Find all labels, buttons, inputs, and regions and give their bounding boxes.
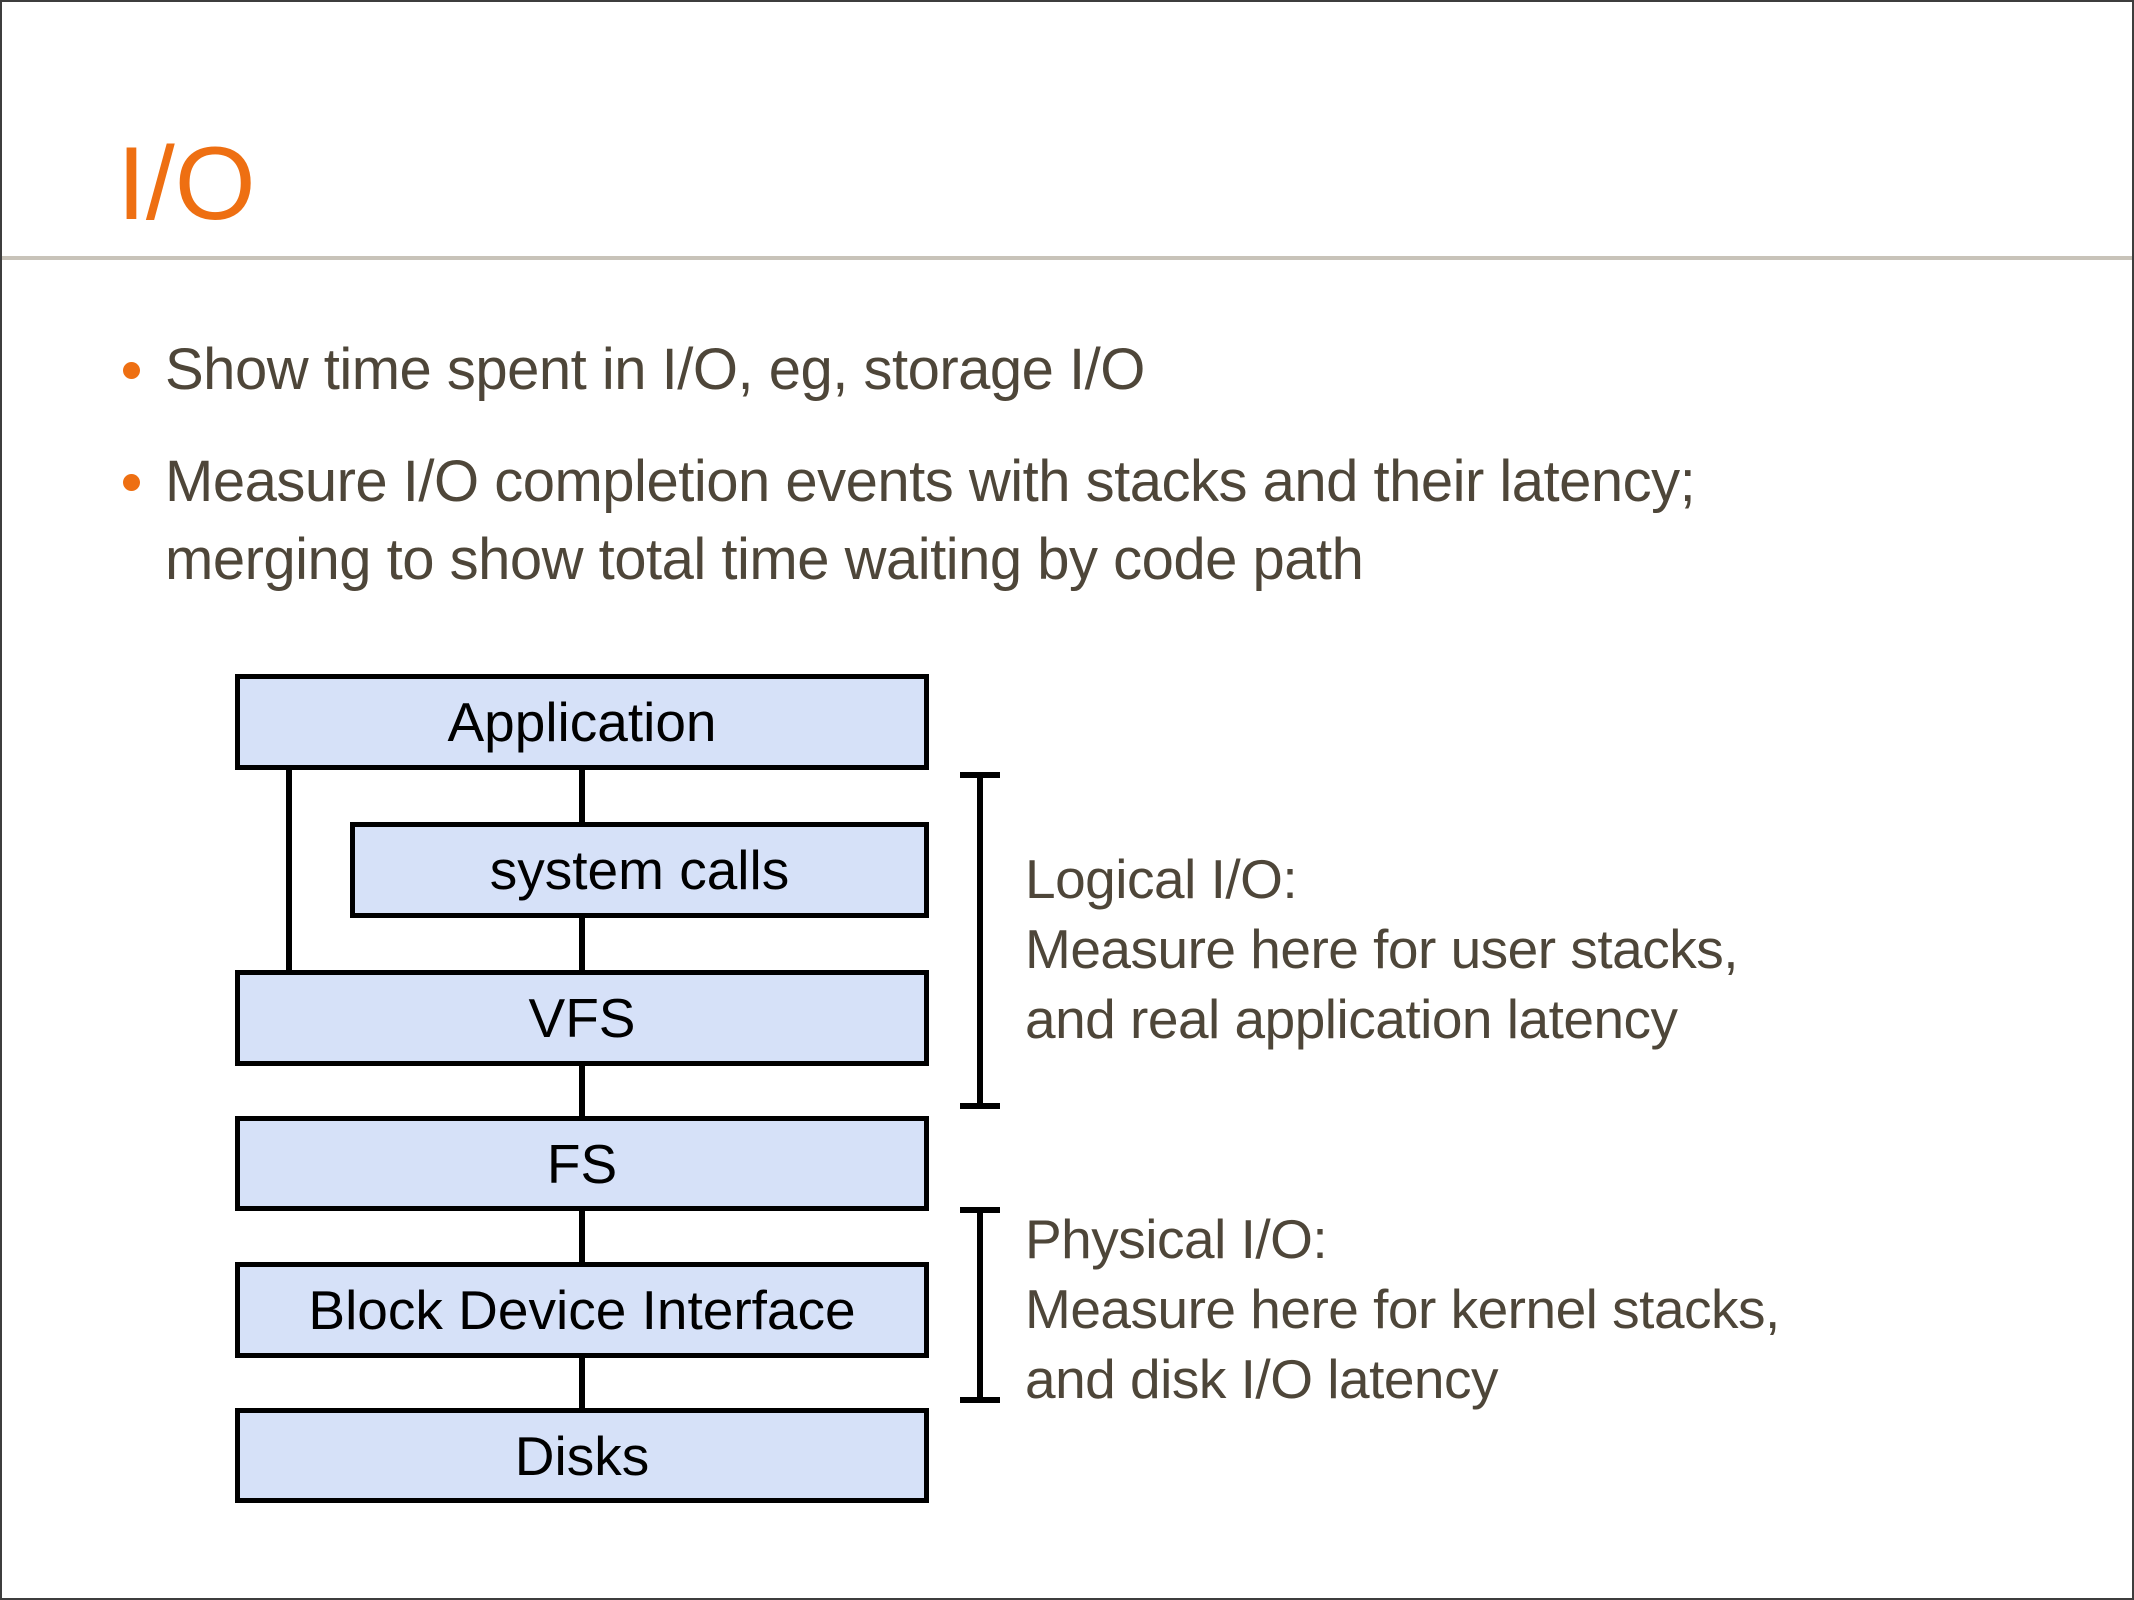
title-divider-line — [2, 256, 2132, 260]
diagram-box-disks: Disks — [235, 1408, 929, 1503]
annotation-logical-io: Logical I/O: Measure here for user stack… — [1025, 844, 1739, 1054]
diagram-box-application: Application — [235, 674, 929, 770]
annotation-line: Physical I/O: — [1025, 1208, 1328, 1270]
bullet-item-1: Show time spent in I/O, eg, storage I/O — [165, 331, 2065, 409]
diagram-box-system-calls: system calls — [350, 822, 929, 918]
diagram-box-label: FS — [546, 1132, 618, 1195]
diagram-box-label: VFS — [528, 987, 636, 1049]
annotation-line: Measure here for kernel stacks, — [1025, 1278, 1780, 1340]
connector-line-center-stack — [579, 768, 585, 1412]
connector-line-application-vfs — [286, 768, 292, 974]
diagram-box-vfs: VFS — [235, 970, 929, 1066]
bullet-icon — [123, 362, 140, 379]
annotation-line: and disk I/O latency — [1025, 1348, 1499, 1410]
diagram-box-label: Disks — [514, 1424, 650, 1487]
diagram-box-block-device-interface: Block Device Interface — [235, 1262, 929, 1358]
page-title: I/O — [117, 126, 256, 242]
diagram-box-fs: FS — [235, 1116, 929, 1211]
annotation-line: and real application latency — [1025, 988, 1678, 1050]
bullet-line: Show time spent in I/O, eg, storage I/O — [165, 337, 1145, 402]
annotation-line: Logical I/O: — [1025, 848, 1298, 910]
annotation-line: Measure here for user stacks, — [1025, 918, 1739, 980]
annotation-physical-io: Physical I/O: Measure here for kernel st… — [1025, 1204, 1780, 1414]
bullet-item-2: Measure I/O completion events with stack… — [165, 443, 2065, 599]
bullet-line: merging to show total time waiting by co… — [165, 527, 1364, 592]
bullet-line: Measure I/O completion events with stack… — [165, 449, 1696, 514]
diagram-box-label: Block Device Interface — [308, 1279, 856, 1341]
diagram-box-label: Application — [447, 691, 717, 753]
bullet-icon — [123, 474, 140, 491]
diagram-box-label: system calls — [489, 839, 790, 901]
